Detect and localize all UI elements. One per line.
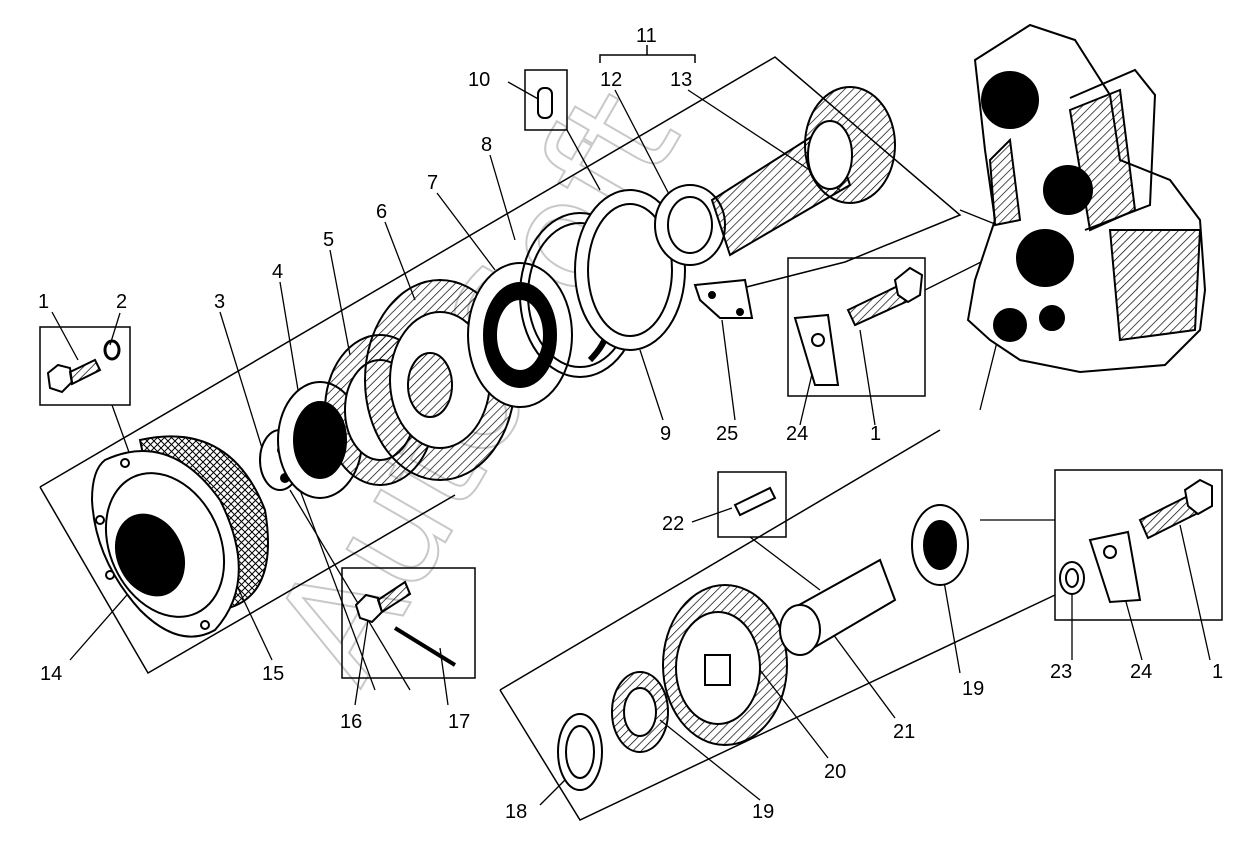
callout-16: 16 xyxy=(340,711,362,733)
pin-icon xyxy=(537,87,553,119)
spline-shaft xyxy=(574,86,896,351)
bolt-icon-3 xyxy=(354,580,457,667)
callout-1c: 1 xyxy=(1212,661,1223,683)
callout-4: 4 xyxy=(272,261,283,283)
callout-7: 7 xyxy=(427,172,438,194)
callout-5: 5 xyxy=(323,229,334,251)
callout-24: 24 xyxy=(786,423,808,445)
callout-6: 6 xyxy=(376,201,387,223)
lower-shaft-assembly xyxy=(557,504,969,791)
bolt-group-right xyxy=(1059,478,1213,604)
end-cover xyxy=(90,435,269,638)
callout-brackets xyxy=(39,45,1223,679)
callout-9: 9 xyxy=(660,423,671,445)
gearbox-housing xyxy=(966,23,1207,374)
callout-2: 2 xyxy=(116,291,127,313)
callout-3: 3 xyxy=(214,291,225,313)
callout-labels: 1 2 3 4 5 6 7 8 10 11 12 13 9 25 24 1 22… xyxy=(38,25,1223,823)
callout-10: 10 xyxy=(468,69,490,91)
callout-20: 20 xyxy=(824,761,846,783)
key-icon xyxy=(733,486,777,517)
callout-24b: 24 xyxy=(1130,661,1152,683)
callout-1: 1 xyxy=(38,291,49,313)
washer-icon xyxy=(103,339,121,361)
callout-14: 14 xyxy=(40,663,62,685)
callout-8: 8 xyxy=(481,134,492,156)
callout-22: 22 xyxy=(662,513,684,535)
callout-18: 18 xyxy=(505,801,527,823)
callout-19: 19 xyxy=(962,678,984,700)
bolt-icon xyxy=(46,358,102,394)
shaft-assembly xyxy=(259,212,641,499)
callout-15: 15 xyxy=(262,663,284,685)
callout-19b: 19 xyxy=(752,801,774,823)
callout-12: 12 xyxy=(600,69,622,91)
callout-11: 11 xyxy=(636,25,657,47)
callout-1b: 1 xyxy=(870,423,881,445)
lock-plate xyxy=(693,278,754,319)
assembly-frame xyxy=(39,56,1056,821)
callout-23: 23 xyxy=(1050,661,1072,683)
tab-washer xyxy=(793,313,840,386)
callout-21: 21 xyxy=(893,721,915,743)
callout-13: 13 xyxy=(670,69,692,91)
callout-17: 17 xyxy=(448,711,470,733)
bolt-icon-2 xyxy=(846,266,924,327)
callout-25: 25 xyxy=(716,423,738,445)
